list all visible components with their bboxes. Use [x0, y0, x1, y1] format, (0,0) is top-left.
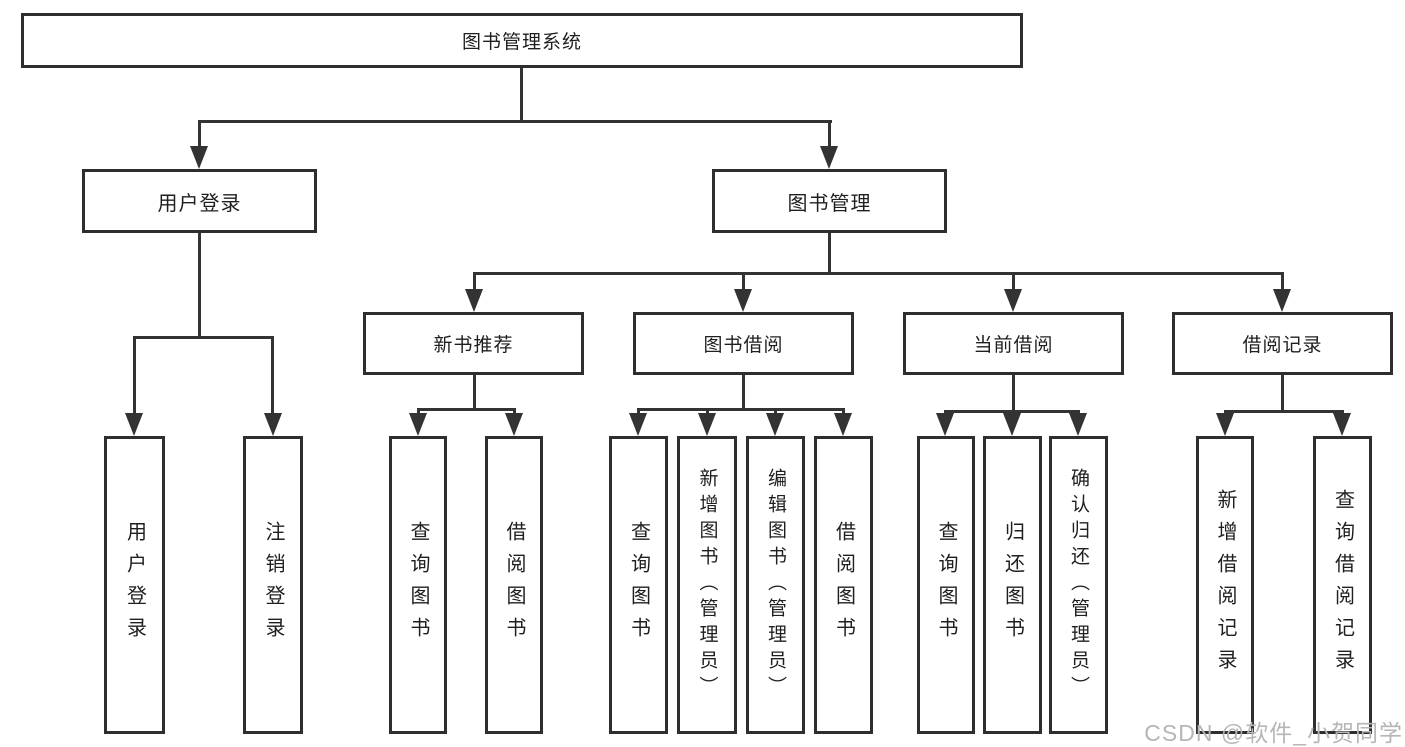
node-logout-label: 注销登录	[262, 521, 284, 649]
arrowhead-icon	[734, 289, 752, 312]
node-borrowing-records-label: 借阅记录	[1242, 335, 1323, 356]
connector-line	[742, 375, 745, 411]
arrowhead-icon	[1004, 289, 1022, 312]
connector-line	[774, 408, 777, 416]
node-query-books-label: 查询图书	[935, 521, 957, 649]
node-logout: 注销登录	[243, 436, 303, 734]
arrowhead-icon	[125, 413, 143, 436]
connector-line	[842, 408, 845, 416]
connector-line	[417, 408, 516, 411]
connector-line	[198, 120, 832, 123]
connector-line	[1012, 272, 1015, 290]
connector-line	[706, 408, 709, 416]
connector-line	[742, 272, 745, 290]
connector-line	[473, 375, 476, 411]
arrowhead-icon	[1069, 413, 1087, 436]
arrowhead-icon	[1003, 413, 1021, 436]
node-borrowing-records: 借阅记录	[1172, 312, 1393, 375]
node-confirm-return-admin: 确认归还（管理员）	[1049, 436, 1108, 734]
node-user-login-leaf-label: 用户登录	[123, 521, 146, 649]
connector-line	[473, 272, 476, 290]
node-user-login-label: 用户登录	[157, 192, 242, 215]
arrowhead-icon	[766, 413, 784, 436]
connector-line	[133, 336, 136, 415]
connector-line	[198, 120, 201, 148]
arrowhead-icon	[820, 146, 838, 169]
node-root-label: 图书管理系统	[461, 32, 582, 53]
node-confirm-return-admin-label: 确认归还（管理员）	[1068, 468, 1089, 702]
node-current-borrowing: 当前借阅	[903, 312, 1124, 375]
connector-line	[417, 408, 420, 416]
node-query-books-label: 查询图书	[627, 521, 650, 649]
node-book-management-label: 图书管理	[787, 192, 872, 215]
arrowhead-icon	[698, 413, 716, 436]
connector-line	[520, 68, 523, 120]
arrowhead-icon	[1273, 289, 1291, 312]
node-query-books: 查询图书	[917, 436, 975, 734]
node-root: 图书管理系统	[21, 13, 1023, 68]
connector-line	[473, 272, 1284, 275]
node-query-borrow-record: 查询借阅记录	[1313, 436, 1372, 734]
arrowhead-icon	[505, 413, 523, 436]
node-borrow-books: 借阅图书	[485, 436, 543, 734]
node-query-books-label: 查询图书	[407, 521, 429, 649]
arrowhead-icon	[264, 413, 282, 436]
node-borrow-books: 借阅图书	[814, 436, 873, 734]
node-new-book-recommendation: 新书推荐	[363, 312, 584, 375]
node-book-management: 图书管理	[712, 169, 947, 233]
csdn-watermark: CSDN @软件_小贺同学	[1144, 720, 1403, 746]
arrowhead-icon	[465, 289, 483, 312]
connector-line	[1012, 375, 1015, 413]
connector-line	[637, 408, 845, 411]
node-user-login-leaf: 用户登录	[104, 436, 165, 734]
node-new-book-recommendation-label: 新书推荐	[433, 335, 514, 356]
arrowhead-icon	[1333, 413, 1351, 436]
connector-line	[828, 120, 831, 148]
connector-line	[1281, 375, 1284, 413]
node-return-books: 归还图书	[983, 436, 1042, 734]
arrowhead-icon	[190, 146, 208, 169]
node-add-borrow-record-label: 新增借阅记录	[1214, 489, 1236, 681]
connector-line	[1224, 410, 1343, 413]
arrowhead-icon	[409, 413, 427, 436]
node-edit-book-admin-label: 编辑图书（管理员）	[765, 468, 786, 702]
connector-line	[637, 408, 640, 416]
arrowhead-icon	[834, 413, 852, 436]
node-borrow-books-label: 借阅图书	[832, 521, 855, 649]
node-return-books-label: 归还图书	[1001, 521, 1024, 649]
node-add-borrow-record: 新增借阅记录	[1196, 436, 1254, 734]
arrowhead-icon	[629, 413, 647, 436]
node-current-borrowing-label: 当前借阅	[973, 335, 1054, 356]
connector-line	[198, 233, 201, 339]
connector-line	[271, 336, 274, 415]
node-add-book-admin-label: 新增图书（管理员）	[696, 468, 718, 702]
node-user-login: 用户登录	[82, 169, 317, 233]
connector-line	[1281, 272, 1284, 290]
node-query-books: 查询图书	[389, 436, 447, 734]
node-add-book-admin: 新增图书（管理员）	[677, 436, 737, 734]
connector-line	[828, 233, 831, 275]
connector-line	[513, 408, 516, 416]
node-borrow-books-label: 借阅图书	[503, 521, 525, 649]
node-book-borrowing: 图书借阅	[633, 312, 854, 375]
node-edit-book-admin: 编辑图书（管理员）	[746, 436, 805, 734]
arrowhead-icon	[1216, 413, 1234, 436]
node-book-borrowing-label: 图书借阅	[703, 335, 784, 356]
node-query-books: 查询图书	[609, 436, 668, 734]
arrowhead-icon	[936, 413, 954, 436]
node-query-borrow-record-label: 查询借阅记录	[1331, 489, 1354, 681]
connector-line	[133, 336, 274, 339]
